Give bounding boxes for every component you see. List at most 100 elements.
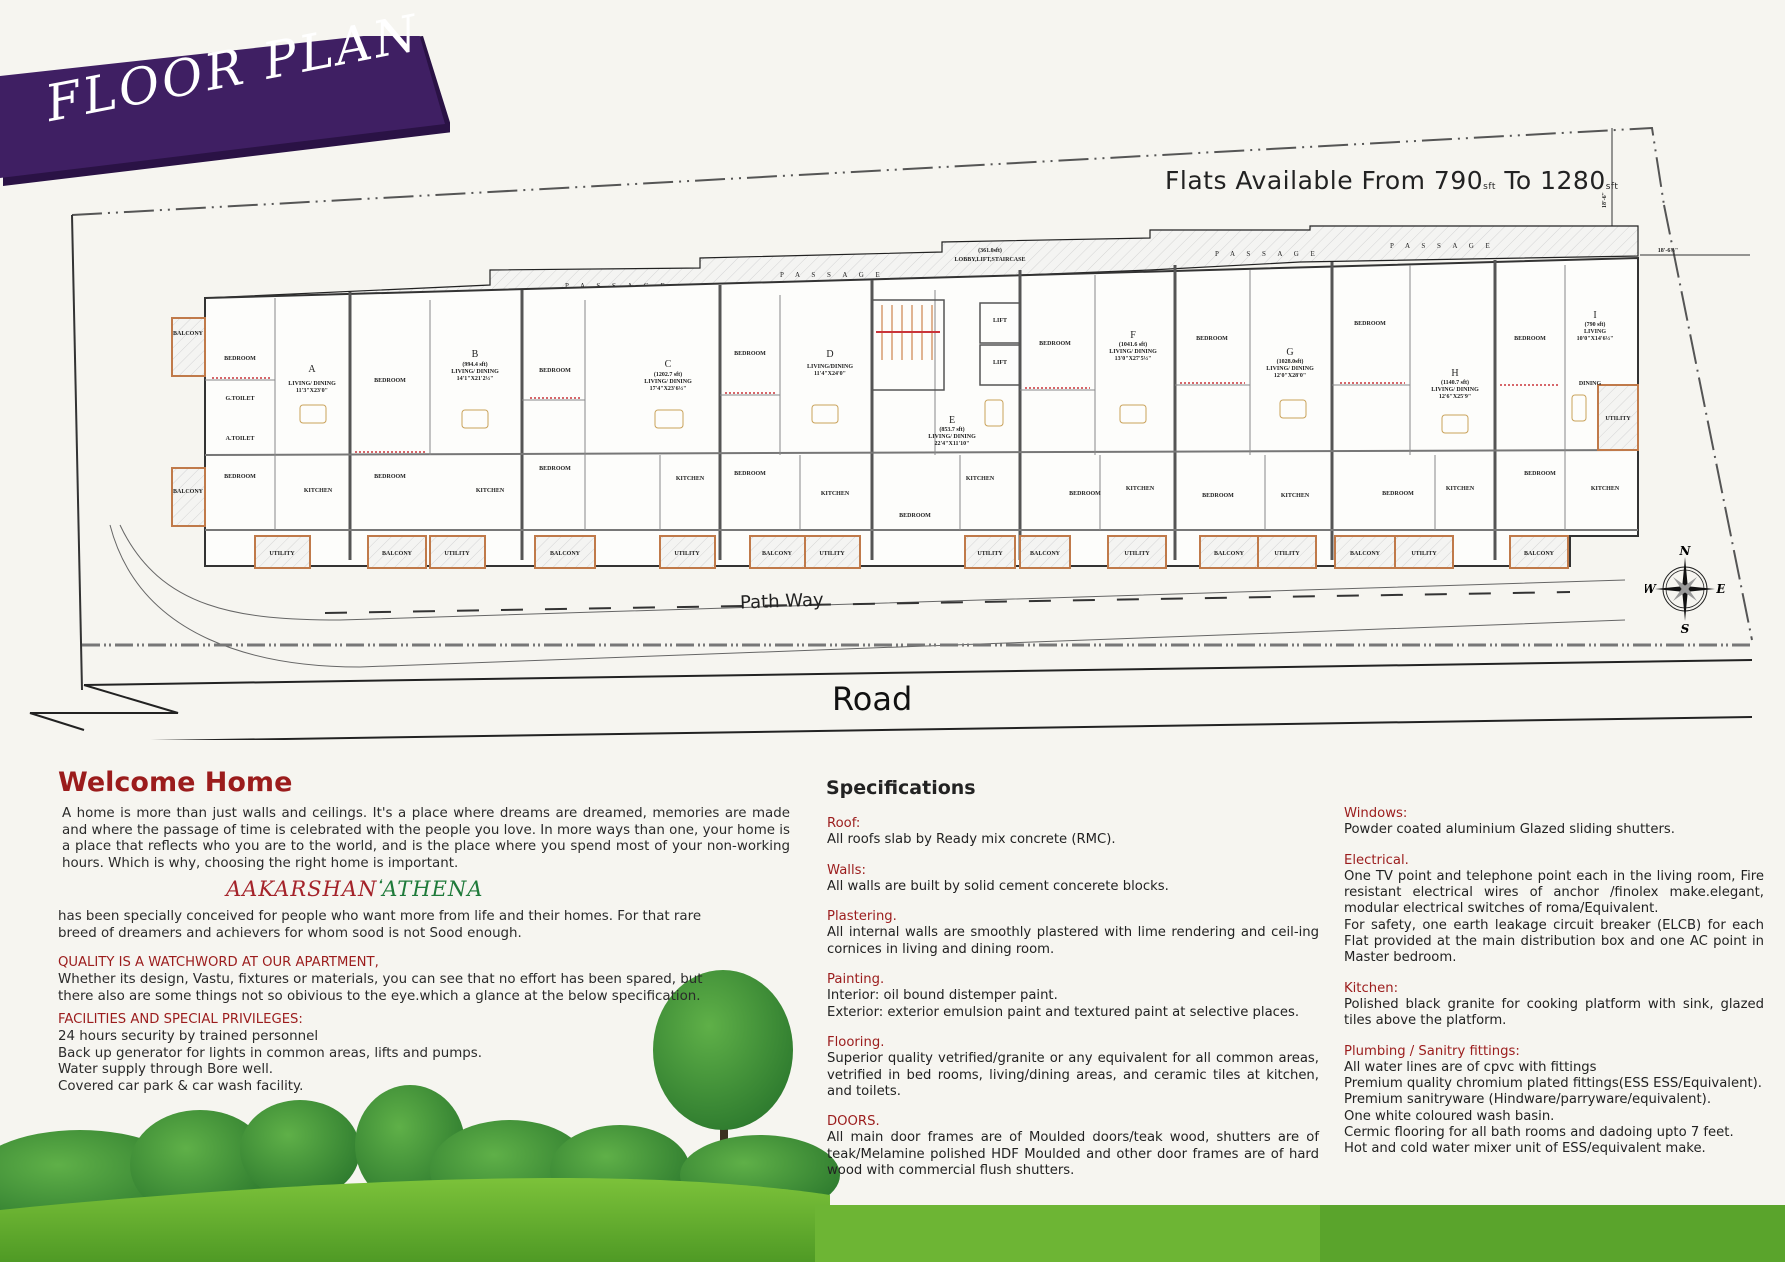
spec-heading: Plastering.	[827, 909, 897, 925]
compass-south: S	[1681, 622, 1690, 635]
bedroom-label: BEDROOM	[1202, 493, 1234, 499]
living-dimension: 22'4"X11'10"	[935, 441, 970, 447]
living-dimension: 10'0"X14'6½"	[1577, 335, 1614, 342]
facility-item: Water supply through Bore well.	[58, 1062, 274, 1077]
welcome-paragraph: A home is more than just walls and ceili…	[62, 806, 790, 871]
bedroom-label: BEDROOM	[1354, 321, 1386, 327]
kitchen-label: KITCHEN	[476, 488, 505, 494]
spec-text: Superior quality vetrified/granite or an…	[827, 1051, 1319, 1099]
living-dimension: 12'0"X28'0"	[1274, 373, 1306, 379]
specifications-heading: Specifications	[826, 777, 976, 799]
side-dimension: 18'-6"	[1602, 192, 1608, 208]
bedroom-label: BEDROOM	[734, 471, 766, 477]
utility-label: UTILITY	[444, 551, 470, 557]
spec-doors: DOORS. All main door frames are of Mould…	[827, 1114, 1319, 1179]
spec-text: All water lines are of cpvc with fitting…	[1344, 1059, 1597, 1075]
living-dimension: 12'6"X25'9"	[1439, 394, 1471, 400]
availability-max: 1280	[1540, 166, 1606, 195]
facility-item: 24 hours security by trained personnel	[58, 1029, 319, 1044]
kitchen-label: KITCHEN	[821, 491, 850, 497]
unit-area: (994.4 sft)	[462, 361, 487, 368]
compass-north: N	[1679, 545, 1692, 558]
spec-heading: Windows:	[1344, 806, 1408, 821]
unit-id: H	[1451, 368, 1458, 379]
spec-text: One white coloured wash basin.	[1344, 1108, 1555, 1124]
spec-text: All roofs slab by Ready mix concrete (RM…	[827, 832, 1116, 848]
living-dimension: 11'3"X23'0"	[296, 388, 328, 394]
bedroom-label: BEDROOM	[1039, 341, 1071, 347]
utility-label: UTILITY	[1124, 551, 1150, 557]
spec-text: Powder coated aluminium Glazed sliding s…	[1344, 822, 1675, 838]
bedroom-label: BEDROOM	[224, 474, 256, 480]
spec-windows: Windows: Powder coated aluminium Glazed …	[1344, 806, 1764, 839]
compass-icon: N S E W	[1645, 545, 1725, 635]
unit-id: G	[1286, 347, 1293, 358]
compass-east: E	[1715, 582, 1725, 596]
specifications-left-column: Roof: All roofs slab by Ready mix concre…	[827, 816, 1319, 1193]
living-dimension: 11'4"X24'0"	[814, 371, 846, 377]
living-label: LIVING/ DINING	[1431, 387, 1479, 393]
unit-area: (1028.0sft)	[1277, 358, 1304, 365]
spec-heading: Plumbing / Sanitry fittings:	[1344, 1043, 1520, 1059]
brand-logo: AAKARSHAN❛ATHENA	[226, 877, 483, 901]
balcony-label: BALCONY	[173, 489, 204, 495]
specifications-right-column: Windows: Powder coated aluminium Glazed …	[1344, 806, 1764, 1172]
brand-name-part1: AAKARSHAN	[226, 877, 378, 901]
brand-name-part2: ATHENA	[382, 877, 484, 901]
g-toilet-label: G.TOILET	[225, 396, 254, 402]
spec-text: For safety, one earth leakage circuit br…	[1344, 917, 1764, 966]
utility-label: UTILITY	[269, 551, 295, 557]
spec-text: All main door frames are of Moulded door…	[827, 1130, 1319, 1179]
utility-label: UTILITY	[674, 551, 700, 557]
availability-prefix: Flats Available From	[1165, 166, 1426, 195]
passage-label: P A S S A G E	[780, 271, 885, 279]
bedroom-label: BEDROOM	[1382, 491, 1414, 497]
utility-label: UTILITY	[977, 551, 1003, 557]
kitchen-label: KITCHEN	[966, 476, 995, 482]
unit-id: B	[472, 349, 479, 360]
spec-kitchen: Kitchen: Polished black granite for cook…	[1344, 981, 1764, 1030]
kitchen-label: KITCHEN	[304, 488, 333, 494]
living-label: LIVING/ DINING	[1266, 366, 1314, 372]
unit-area: (1202.7 sft)	[654, 371, 682, 378]
spec-text: Polished black granite for cooking platf…	[1344, 996, 1764, 1029]
bedroom-label: BEDROOM	[374, 474, 406, 480]
spec-flooring: Flooring. Superior quality vetrified/gra…	[827, 1035, 1319, 1100]
spec-text: All walls are built by solid cement conc…	[827, 878, 1169, 894]
balcony-label: BALCONY	[1030, 551, 1061, 557]
facility-item: Covered car park & car wash facility.	[58, 1078, 304, 1094]
leaf-icon: ❛	[377, 877, 383, 891]
utility-label: UTILITY	[1411, 551, 1437, 557]
balcony-label: BALCONY	[550, 551, 581, 557]
road-label: Road	[832, 680, 913, 718]
spec-heading: Walls:	[827, 862, 866, 878]
unit-id: A	[308, 364, 316, 375]
utility-label: UTILITY	[1605, 416, 1631, 422]
spec-heading: Flooring.	[827, 1034, 885, 1050]
spec-plastering: Plastering. All internal walls are smoot…	[827, 909, 1319, 958]
bedroom-label: BEDROOM	[899, 513, 931, 519]
spec-painting: Painting. Interior: oil bound distemper …	[827, 972, 1319, 1021]
spec-heading: Kitchen:	[1344, 980, 1399, 996]
lobby-area: (361.0sft)	[978, 247, 1002, 254]
facilities-heading: FACILITIES AND SPECIAL PRIVILEGES:	[58, 1012, 303, 1027]
kitchen-label: KITCHEN	[1446, 486, 1475, 492]
bedroom-label: BEDROOM	[224, 356, 256, 362]
living-label: LIVING/ DINING	[928, 434, 976, 440]
living-dimension: 13'0"X27'5½"	[1115, 355, 1152, 362]
unit-area: (790 sft)	[1585, 321, 1606, 328]
living-label: LIVING/ DINING	[288, 381, 336, 387]
setback-dimension: 18'-6½"	[1658, 247, 1679, 254]
pathway-label: Path Way	[739, 589, 824, 614]
bedroom-label: BEDROOM	[1524, 471, 1556, 477]
quality-heading: QUALITY IS A WATCHWORD AT OUR APARTMENT,	[58, 955, 379, 970]
availability-min: 790	[1433, 166, 1484, 195]
unit-area: (1041.6 sft)	[1119, 341, 1147, 348]
balcony-label: BALCONY	[382, 551, 413, 557]
balcony-label: BALCONY	[173, 331, 204, 337]
facilities-list: 24 hours security by trained personnel B…	[58, 1029, 482, 1095]
quality-paragraph: Whether its design, Vastu, fixtures or m…	[58, 972, 703, 1004]
a-toilet-label: A.TOILET	[226, 436, 255, 442]
conceived-paragraph: has been specially conceived for people …	[58, 909, 702, 941]
unit-id: E	[949, 415, 955, 426]
